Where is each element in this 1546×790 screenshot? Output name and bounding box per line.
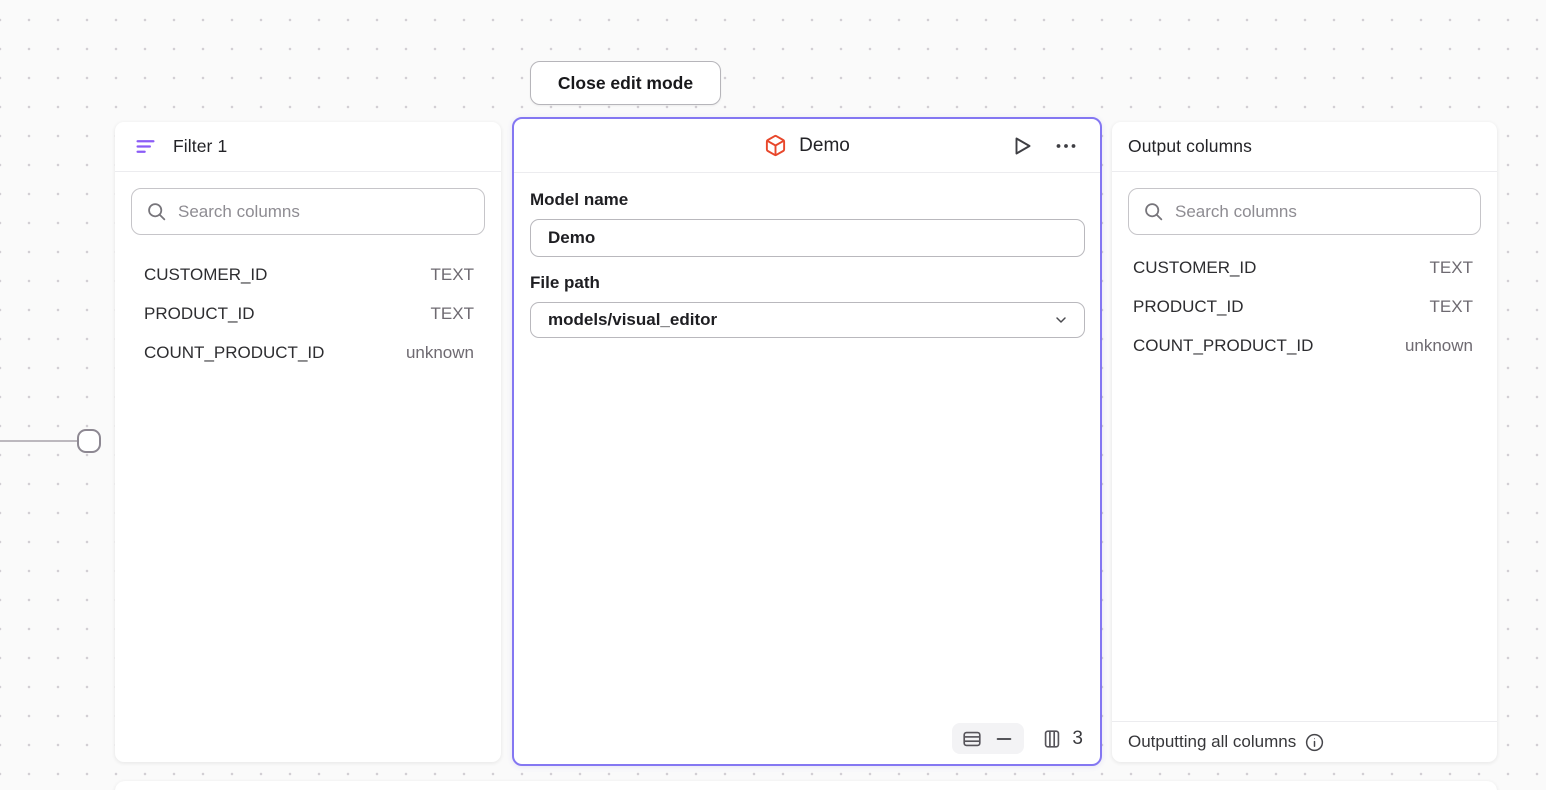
search-icon xyxy=(146,201,167,222)
search-icon xyxy=(1143,201,1164,222)
results-panel-edge xyxy=(115,781,1497,790)
output-columns-panel: Output columns CUSTOMER_ID TEXT PRODUCT_… xyxy=(1112,122,1497,762)
file-path-select[interactable]: models/visual_editor xyxy=(530,302,1085,338)
output-panel-header: Output columns xyxy=(1112,122,1497,172)
model-name-input[interactable] xyxy=(530,219,1085,257)
column-row[interactable]: PRODUCT_ID TEXT xyxy=(144,294,474,333)
collapse-preview-button[interactable] xyxy=(991,726,1017,752)
edge-connector-handle[interactable] xyxy=(77,429,101,453)
model-name-label: Model name xyxy=(530,190,629,209)
column-type: TEXT xyxy=(1429,257,1473,277)
model-cube-icon xyxy=(764,134,787,157)
filter-panel-header[interactable]: Filter 1 xyxy=(115,122,501,172)
more-options-button[interactable] xyxy=(1052,132,1080,160)
output-panel-footer: Outputting all columns xyxy=(1112,721,1497,762)
model-panel-body: Model name File path models/visual_edito… xyxy=(514,173,1100,338)
output-search-box xyxy=(1128,188,1481,235)
column-row[interactable]: CUSTOMER_ID TEXT xyxy=(1133,248,1473,287)
filter-node-panel: Filter 1 CUSTOMER_ID TEXT PRODUCT_ID TEX… xyxy=(115,122,501,762)
table-rows-icon xyxy=(961,728,983,750)
output-panel-title: Output columns xyxy=(1128,136,1252,156)
model-panel-title: Demo xyxy=(799,134,850,156)
column-name: PRODUCT_ID xyxy=(1133,296,1244,316)
column-count-value: 3 xyxy=(1072,727,1083,749)
file-path-label: File path xyxy=(530,273,600,292)
ellipsis-icon xyxy=(1054,134,1078,158)
output-column-list: CUSTOMER_ID TEXT PRODUCT_ID TEXT COUNT_P… xyxy=(1112,235,1497,365)
column-count-group[interactable]: 3 xyxy=(1041,728,1083,750)
filter-panel-title: Filter 1 xyxy=(173,136,228,156)
rows-view-button[interactable] xyxy=(959,726,985,752)
minus-icon xyxy=(993,728,1015,750)
column-name: CUSTOMER_ID xyxy=(144,264,268,284)
column-type: unknown xyxy=(1404,335,1473,355)
column-type: TEXT xyxy=(430,264,474,284)
run-model-button[interactable] xyxy=(1008,132,1036,160)
column-type: TEXT xyxy=(1429,296,1473,316)
column-name: CUSTOMER_ID xyxy=(1133,257,1257,277)
column-type: unknown xyxy=(405,342,474,362)
column-row[interactable]: PRODUCT_ID TEXT xyxy=(1133,287,1473,326)
column-type: TEXT xyxy=(430,303,474,323)
column-name: PRODUCT_ID xyxy=(144,303,255,323)
table-columns-icon xyxy=(1041,728,1063,750)
chevron-down-icon xyxy=(1053,312,1069,328)
column-name: COUNT_PRODUCT_ID xyxy=(144,342,325,362)
filter-search-input[interactable] xyxy=(178,201,470,222)
output-search-input[interactable] xyxy=(1175,201,1466,222)
view-toggle-pill xyxy=(952,723,1025,754)
column-row[interactable]: COUNT_PRODUCT_ID unknown xyxy=(144,333,474,372)
model-panel-header[interactable]: Demo xyxy=(514,119,1100,173)
model-panel-footer: 3 xyxy=(952,723,1083,754)
filter-column-list: CUSTOMER_ID TEXT PRODUCT_ID TEXT COUNT_P… xyxy=(115,235,501,372)
column-name: COUNT_PRODUCT_ID xyxy=(1133,335,1314,355)
column-row[interactable]: CUSTOMER_ID TEXT xyxy=(144,255,474,294)
filter-search-box xyxy=(131,188,485,235)
outputting-all-columns-text: Outputting all columns xyxy=(1128,732,1297,751)
file-path-value: models/visual_editor xyxy=(548,310,718,329)
model-node-panel: Demo Mo xyxy=(512,117,1102,766)
filter-icon xyxy=(135,136,156,157)
column-row[interactable]: COUNT_PRODUCT_ID unknown xyxy=(1133,326,1473,365)
play-icon xyxy=(1010,134,1034,158)
edge-connector-line xyxy=(0,440,78,442)
close-edit-mode-button[interactable]: Close edit mode xyxy=(530,61,721,105)
info-icon[interactable] xyxy=(1304,732,1325,753)
